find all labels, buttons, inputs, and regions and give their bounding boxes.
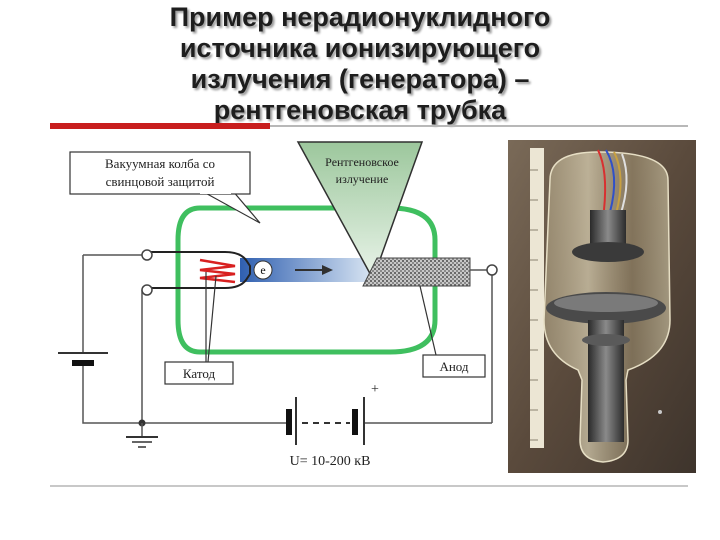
lead-wires xyxy=(597,149,628,217)
cathode-label: Катод xyxy=(183,366,216,381)
hv-battery-cell-right xyxy=(352,409,358,435)
hv-battery-cell-left xyxy=(286,409,292,435)
vacuum-flask xyxy=(175,205,438,355)
electron-symbol: e xyxy=(260,263,265,277)
flask-label-box xyxy=(69,151,251,195)
filament-battery-cell xyxy=(72,360,94,366)
title-line-4: рентгеновская трубка xyxy=(213,95,507,125)
cathode-filament xyxy=(199,258,236,284)
title-divider xyxy=(270,125,688,127)
anode-terminal xyxy=(486,264,498,276)
electron-symbol-circle xyxy=(253,260,273,280)
xray-tube-photo xyxy=(508,140,696,473)
title-accent-bar xyxy=(50,123,270,129)
anode-label-box xyxy=(422,354,486,378)
voltage-label: U= 10-200 кВ xyxy=(290,454,371,469)
cathode-terminal-top xyxy=(141,249,153,261)
title-line-1: Пример нерадионуклидного xyxy=(169,2,551,32)
ruler xyxy=(530,148,544,448)
plus-sign: + xyxy=(371,382,379,397)
slide-title: Пример нерадионуклидного источника иониз… xyxy=(40,2,680,126)
xray-tube-diagram: Рентгеновское излучение e + U= 10-200 кВ… xyxy=(58,141,498,469)
cathode-label-box xyxy=(164,361,234,385)
cathode-cup xyxy=(145,251,251,289)
anode-target xyxy=(362,257,471,287)
title-line-3: излучения (генератора) – xyxy=(190,64,530,94)
xray-cone xyxy=(296,141,424,281)
focusing-cup xyxy=(572,242,644,262)
flask-label-line1: Вакуумная колба со xyxy=(105,156,215,171)
anode-label: Анод xyxy=(439,359,468,374)
title-line-2: источника ионизирующего xyxy=(179,33,541,63)
footer-divider xyxy=(50,485,688,487)
beam-arrow xyxy=(322,265,333,275)
flask-label-line2: свинцовой защитой xyxy=(106,174,215,189)
xray-label-line2: излучение xyxy=(336,172,389,186)
xray-label-line1: Рентгеновское xyxy=(325,155,399,169)
cathode-terminal-bottom xyxy=(141,284,153,296)
